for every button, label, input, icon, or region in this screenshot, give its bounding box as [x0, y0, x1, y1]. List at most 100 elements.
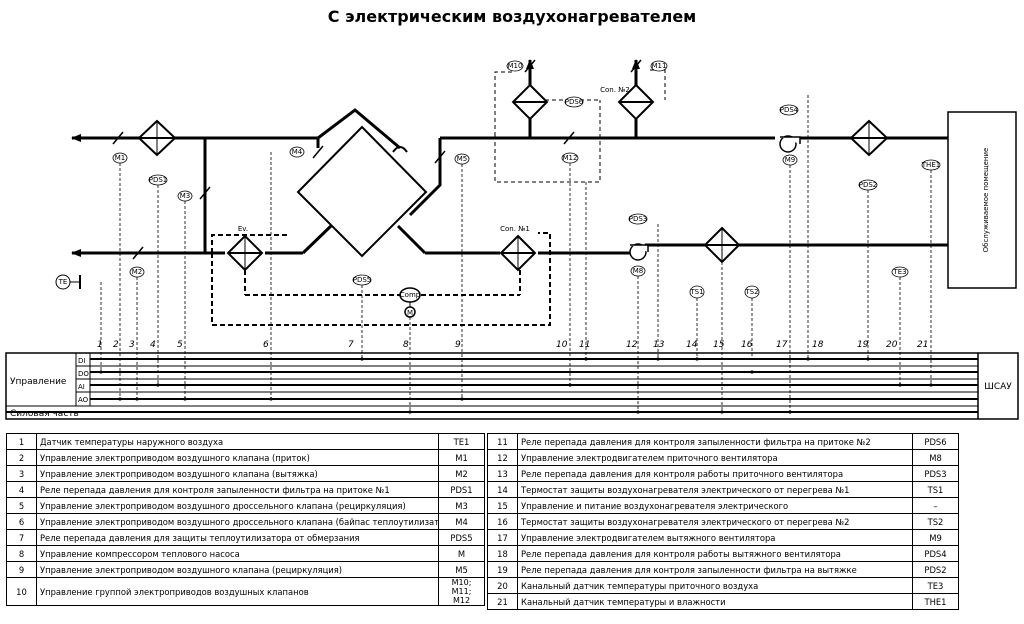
- served-room: [947, 111, 1017, 289]
- point-number: 13: [653, 340, 665, 350]
- channel-do: DO: [78, 370, 89, 378]
- cabinet-label: ШСАУ: [984, 382, 1012, 392]
- point-number: 12: [626, 340, 638, 350]
- signal-lines: [100, 95, 932, 412]
- label-pds4: PDS4: [780, 106, 799, 114]
- condenser-1: [499, 234, 537, 272]
- channel-di: DI: [78, 357, 85, 365]
- point-number: 9: [455, 340, 461, 350]
- label-m4: M4: [292, 148, 303, 156]
- label-m11: M11: [652, 62, 667, 70]
- point-number: 11: [579, 340, 590, 350]
- label-m3: M3: [180, 192, 191, 200]
- point-number: 20: [886, 340, 898, 350]
- label-pds6: PDS6: [565, 98, 584, 106]
- supply-filter-1: [137, 119, 177, 157]
- label-m10: M10: [508, 62, 523, 70]
- point-number: 15: [713, 340, 725, 350]
- ventilation-schematic: С электрическим воздухонагревателем: [5, 7, 1019, 420]
- label-te1: TE: [58, 278, 68, 286]
- point-number: 5: [177, 340, 183, 350]
- recirculation-box: [494, 69, 666, 183]
- compressor-motor-label: M: [407, 309, 413, 317]
- label-condenser-1: Con. №1: [500, 225, 530, 233]
- label-pds5: PDS5: [353, 276, 372, 284]
- label-ts2: TS2: [744, 288, 758, 296]
- point-numbers: 1 2 3 4 5 6 7 8 9 10 11 12 13 14 15 16 1…: [97, 340, 928, 350]
- label-m8: M8: [633, 267, 644, 275]
- lower-duct: [71, 243, 948, 257]
- label-ts1: TS1: [689, 288, 703, 296]
- point-number: 1: [97, 340, 103, 350]
- heat-pump-loop: [211, 232, 551, 326]
- compressor-icon: [399, 287, 421, 318]
- evaporator: [226, 234, 264, 272]
- filter-pds6: [511, 83, 549, 121]
- bus-dots: [99, 357, 933, 414]
- label-pds2: PDS2: [859, 181, 878, 189]
- supply-fan-icon: [629, 243, 649, 261]
- signal-bus: [5, 352, 1019, 420]
- control-label: Управление: [10, 377, 67, 387]
- point-number: 18: [812, 340, 824, 350]
- damper-icons: [112, 59, 642, 260]
- heat-exchanger: [296, 108, 442, 258]
- point-number: 19: [857, 340, 869, 350]
- point-number: 14: [686, 340, 698, 350]
- point-number: 21: [917, 340, 928, 350]
- outdoor-temp-sensor-icon: [55, 274, 81, 290]
- point-number: 8: [403, 340, 409, 350]
- label-m12: M12: [563, 154, 578, 162]
- served-room-label: Обслуживаемое помещение: [982, 148, 990, 253]
- label-condenser-2: Con. №2: [600, 86, 630, 94]
- label-m2: M2: [132, 268, 143, 276]
- point-number: 10: [556, 340, 568, 350]
- point-number: 7: [348, 340, 354, 350]
- electric-heater: [703, 226, 741, 264]
- diagram-title: С электрическим воздухонагревателем: [328, 7, 697, 26]
- label-the1: THE1: [921, 161, 940, 169]
- exhaust-filter: [849, 119, 889, 157]
- label-m5: M5: [457, 155, 468, 163]
- point-number: 3: [129, 340, 135, 350]
- channel-ao: AO: [78, 396, 89, 404]
- point-number: 6: [263, 340, 269, 350]
- exhaust-fan-icon: [779, 135, 801, 153]
- power-label: Силовая часть: [10, 409, 79, 419]
- point-number: 17: [776, 340, 788, 350]
- label-te3: TE3: [892, 268, 906, 276]
- label-evaporator: Ev.: [238, 225, 248, 233]
- label-m1: M1: [115, 154, 126, 162]
- point-number: 4: [150, 340, 156, 350]
- compressor-label: Comp: [400, 291, 421, 299]
- point-number: 2: [113, 340, 119, 350]
- point-number: 16: [741, 340, 753, 350]
- condenser-2: [617, 83, 655, 121]
- label-pds3: PDS3: [629, 215, 648, 223]
- label-m9: M9: [785, 156, 796, 164]
- label-pds1: PDS1: [149, 176, 168, 184]
